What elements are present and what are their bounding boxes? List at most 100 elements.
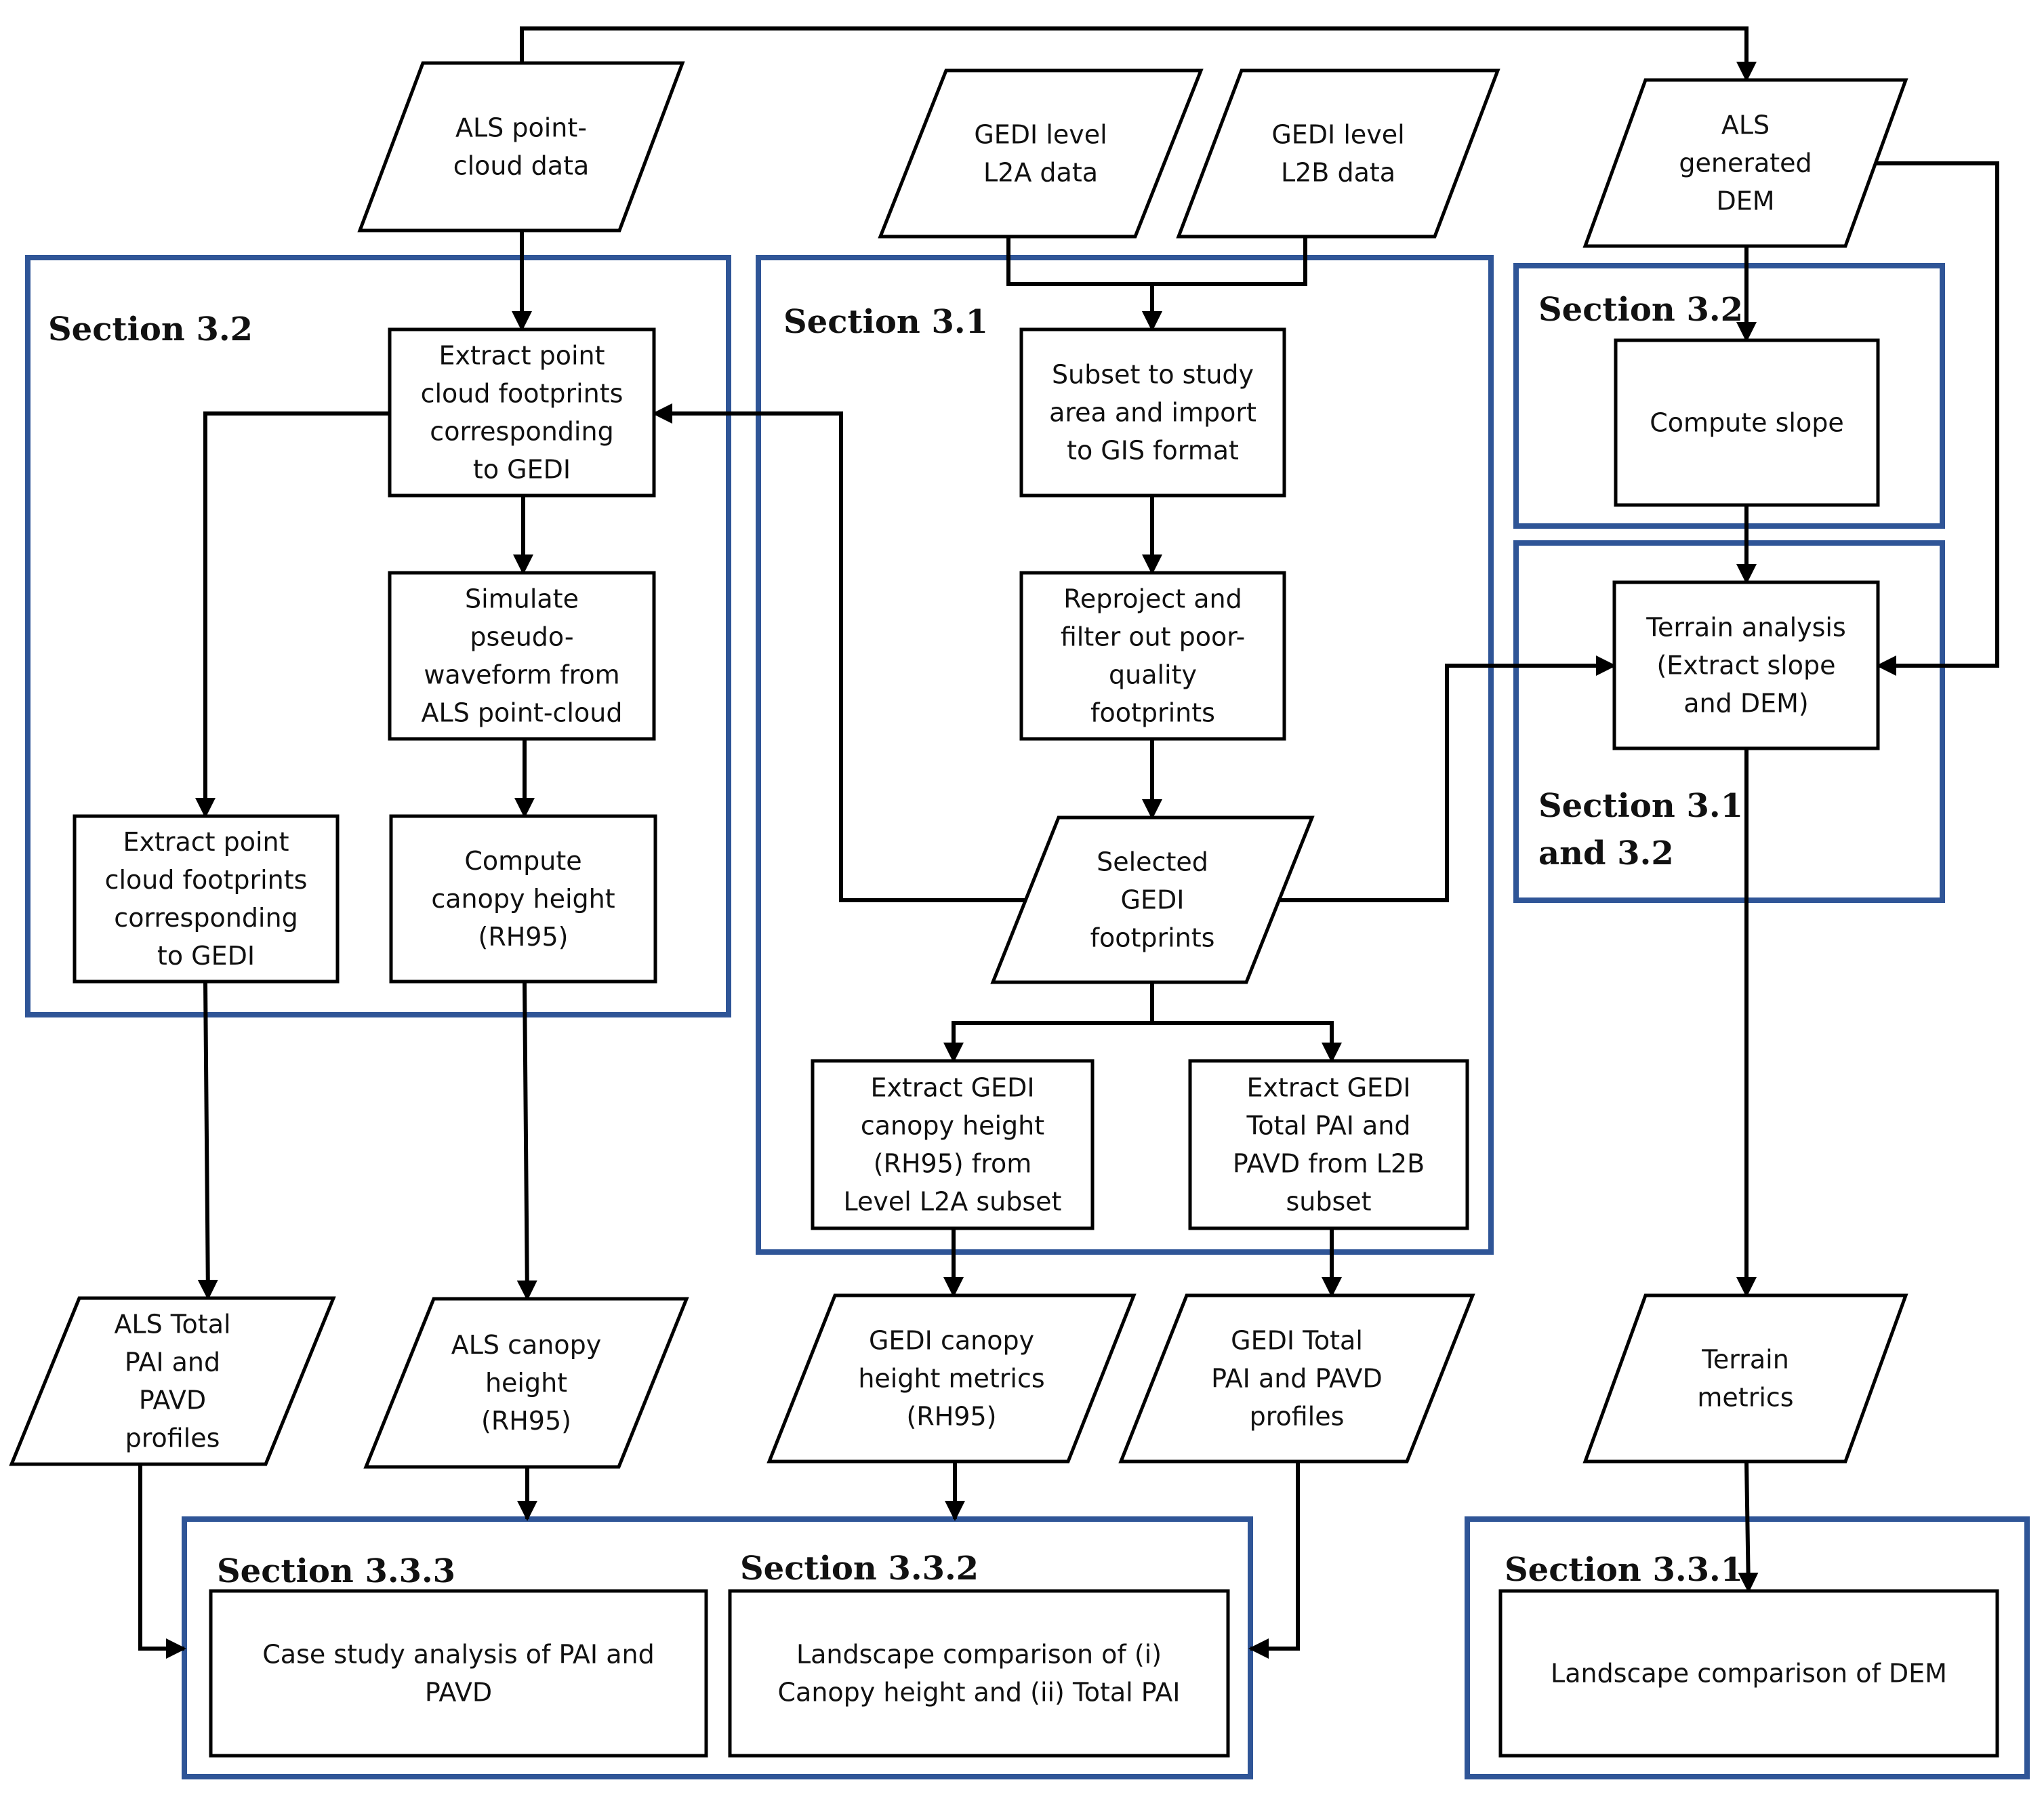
node-label-line: Reproject and	[1063, 584, 1242, 614]
node-label-line: pseudo-	[470, 622, 573, 652]
section-frame-sec-right-32	[1513, 263, 1945, 529]
node-label-line: Canopy height and (ii) Total PAI	[778, 1678, 1181, 1708]
node-label-line: to GEDI	[473, 455, 571, 485]
node-label-line: (RH95)	[481, 1406, 571, 1436]
edge-gedi-l2b-to-subset	[1142, 237, 1307, 331]
node-shape-rect	[73, 814, 340, 984]
node-compute-canopy: Compute canopy height (RH95)	[389, 814, 657, 984]
node-label-line: GEDI	[1121, 885, 1185, 915]
node-shape-rect	[209, 1589, 708, 1758]
node-shape-rect	[388, 571, 656, 741]
node-landscape-canopy: Landscape comparison of (i)Canopy height…	[728, 1589, 1230, 1758]
node-shape-rect	[1612, 580, 1880, 750]
edge-als-pointcloud-to-als-dem	[520, 26, 1757, 82]
node-label-line: canopy height	[861, 1111, 1044, 1141]
node-als-pointcloud: ALS point-cloud data	[357, 61, 685, 233]
edge-selected-gedi-to-terrain-analysis	[1277, 656, 1616, 902]
node-label-line: ALS canopy	[451, 1330, 602, 1360]
node-label-line: ALS point-cloud	[422, 698, 623, 728]
node-shape-rect	[388, 327, 656, 498]
node-label: ALS point-cloud data	[453, 113, 590, 181]
node-label: Landscape comparison of DEM	[1551, 1659, 1947, 1689]
section-label-line: Section 3.1	[1538, 787, 1743, 825]
node-shape-rect	[1019, 327, 1286, 498]
node-label-line: cloud footprints	[421, 379, 624, 409]
node-label-line: filter out poor-	[1061, 622, 1245, 652]
section-label-sec-right-3132: Section 3.1 and 3.2	[1538, 787, 1743, 872]
node-label-line: Total PAI and	[1246, 1111, 1410, 1141]
node-label-line: waveform from	[424, 660, 619, 690]
node-shape-parallelogram	[1582, 78, 1908, 248]
node-label-line: Extract GEDI	[870, 1073, 1034, 1103]
node-label-line: Compute slope	[1650, 408, 1843, 438]
section-label-sec-331: Section 3.3.1	[1505, 1551, 1743, 1589]
section-frame-sec-left-32	[25, 255, 731, 1017]
edge-extract-pc-left-to-als-pai	[197, 981, 218, 1300]
node-label-line: cloud footprints	[105, 865, 308, 895]
node-label-line: area and import	[1049, 398, 1256, 428]
edge-terrain-metrics-to-landscape-dem	[1738, 1461, 1759, 1593]
node-label-line: metrics	[1697, 1383, 1793, 1413]
node-label-line: corresponding	[430, 417, 613, 447]
section-label-sec-mid-31: Section 3.1	[783, 303, 988, 341]
node-label-line: ALS point-	[455, 113, 587, 143]
node-label-line: Extract point	[123, 827, 289, 857]
section-label-line: and 3.2	[1538, 834, 1674, 872]
node-label-line: generated	[1679, 148, 1812, 178]
node-label-line: subset	[1286, 1187, 1371, 1217]
node-label: Extract point cloud footprints correspondi…	[105, 827, 308, 971]
node-label-line: corresponding	[114, 903, 298, 933]
node-label-line: canopy height	[431, 884, 615, 914]
node-label-line: to GEDI	[157, 941, 255, 971]
node-label-line: PAI and PAVD	[1211, 1364, 1383, 1394]
node-label-line: GEDI Total	[1231, 1326, 1363, 1356]
edge-extract-pc-top-to-extract-pc-left	[195, 411, 390, 818]
section-frame-sec-right-3132	[1513, 540, 1945, 903]
edge-gedi-l2a-to-subset	[1006, 237, 1162, 331]
node-shape-rect	[1019, 571, 1286, 741]
node-shape-parallelogram	[1118, 1293, 1475, 1464]
edge-selected-gedi-to-extract-gedi-canopy	[943, 982, 1154, 1063]
section-label-sec-right-32: Section 3.2	[1538, 291, 1743, 329]
node-compute-slope: Compute slope	[1614, 338, 1880, 507]
node-label: Compute slope	[1650, 408, 1843, 438]
node-shape-parallelogram	[766, 1293, 1137, 1464]
node-label-line: PAVD	[425, 1678, 492, 1708]
edge-als-pai-to-case-study	[138, 1464, 186, 1659]
node-shape-rect	[728, 1589, 1230, 1758]
node-label-line: ALS Total	[114, 1310, 230, 1339]
section-label-sec-333: Section 3.3.3	[217, 1552, 455, 1590]
node-label-line: Simulate	[465, 584, 579, 614]
section-frame-sec-mid-31	[756, 255, 1494, 1255]
node-label-line: to GIS format	[1067, 436, 1239, 466]
node-label-line: (Extract slope	[1656, 651, 1835, 681]
node-label-line: and DEM)	[1683, 689, 1808, 719]
node-label-line: Compute	[464, 846, 581, 876]
node-label-line: Selected	[1097, 847, 1208, 877]
edge-gedi-pai-profiles-to-landscape-canopy	[1248, 1461, 1300, 1659]
node-label-line: (RH95)	[478, 922, 569, 952]
node-label-line: GEDI canopy	[869, 1326, 1034, 1356]
node-label-line: Extract GEDI	[1246, 1073, 1410, 1103]
node-label-line: footprints	[1090, 698, 1215, 728]
connector-lines	[138, 26, 1999, 1659]
edge-selected-gedi-to-extract-gedi-pai	[1150, 982, 1342, 1063]
node-shape-rect	[1614, 338, 1880, 507]
node-label-line: Case study analysis of PAI and	[262, 1640, 654, 1670]
section-label-sec-left-32: Section 3.2	[48, 310, 253, 348]
